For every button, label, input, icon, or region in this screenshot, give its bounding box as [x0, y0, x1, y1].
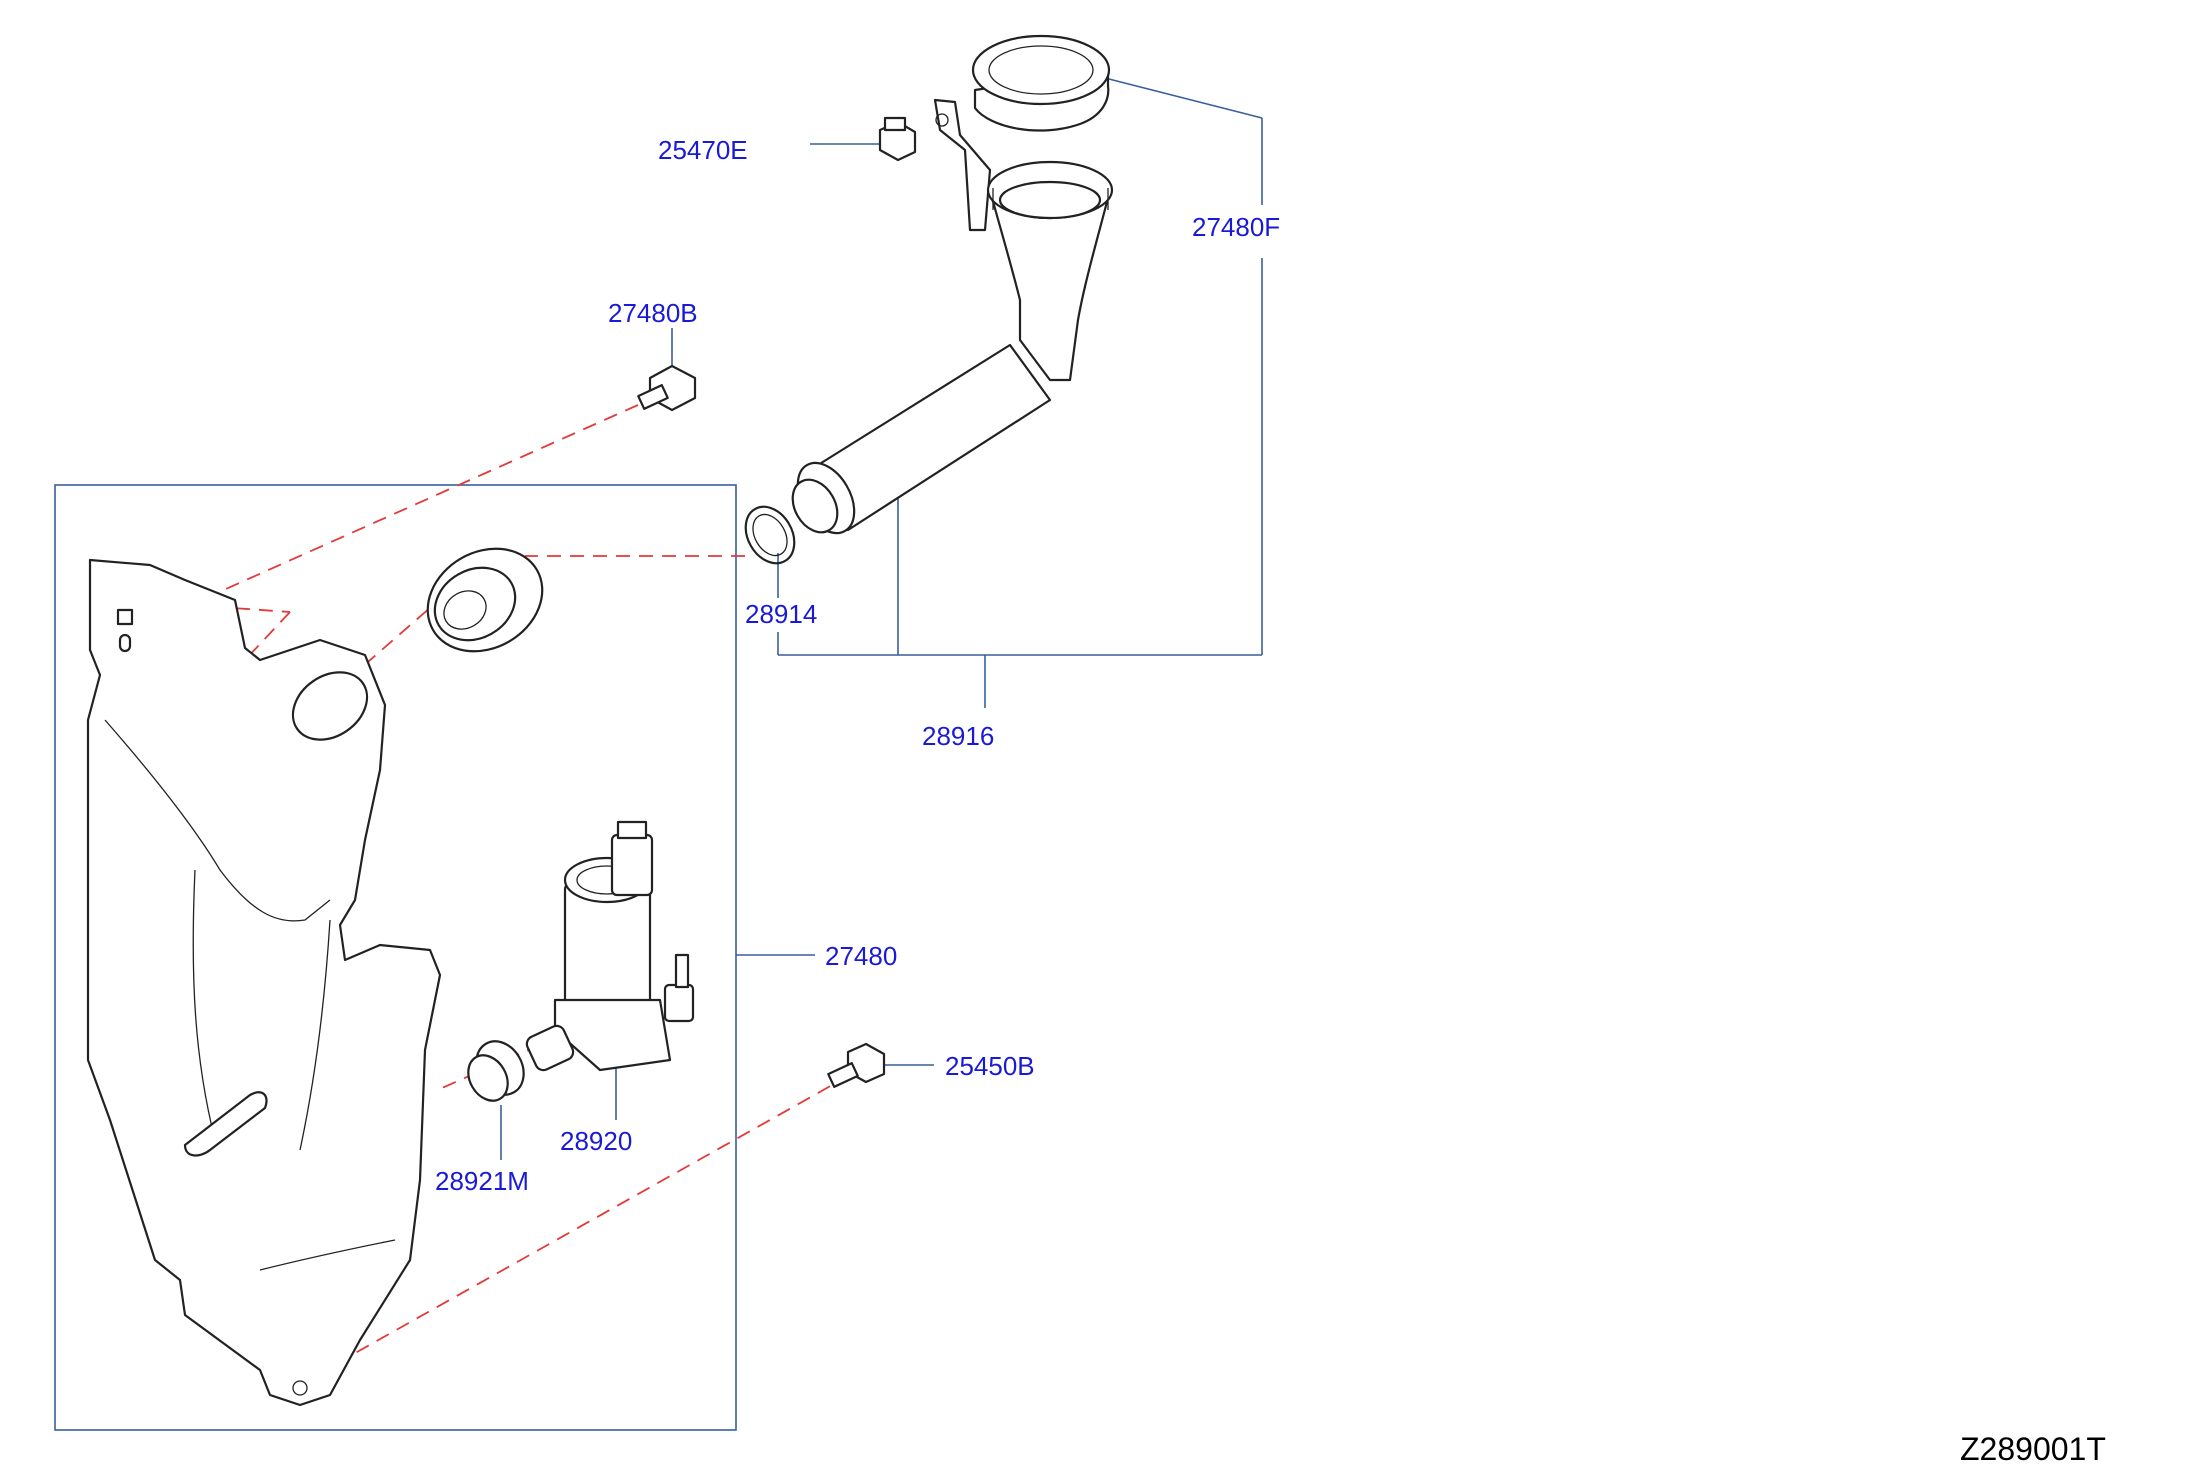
o-ring-28914	[744, 505, 796, 565]
nut-25470E	[878, 116, 917, 162]
callout-25450B: 25450B	[945, 1051, 1035, 1081]
filler-cap	[971, 34, 1111, 132]
washer-tank	[86, 558, 442, 1407]
callout-27480B: 27480B	[608, 298, 698, 328]
callout-27480: 27480	[825, 941, 897, 971]
callout-27480F: 27480F	[1192, 212, 1280, 242]
callout-25470E: 25470E	[658, 135, 748, 165]
filler-neck	[791, 98, 1114, 535]
callout-28920: 28920	[560, 1126, 632, 1156]
reference-code: Z289001T	[1960, 1431, 2106, 1467]
grommet	[426, 547, 544, 653]
bolt-27480B	[637, 364, 697, 412]
callout-28916: 28916	[922, 721, 994, 751]
washer-pump-28920	[525, 820, 695, 1072]
callout-28921M: 28921M	[435, 1166, 529, 1196]
bolt-25450B	[827, 1042, 886, 1088]
assembly-box-27480	[54, 484, 737, 1431]
pump-grommet-28921M	[467, 1040, 525, 1102]
callout-28914: 28914	[745, 599, 817, 629]
